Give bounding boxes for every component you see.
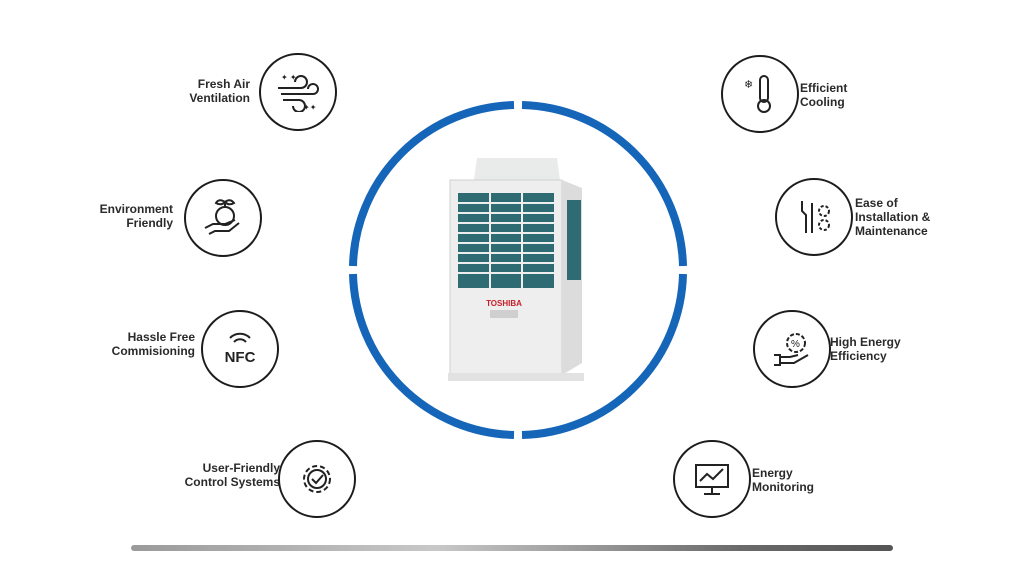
- svg-text:%: %: [791, 339, 800, 350]
- svg-text:❄: ❄: [744, 79, 753, 91]
- thermometer-icon: ❄: [721, 55, 799, 133]
- bottom-divider: [131, 545, 893, 551]
- brand-logo: TOSHIBA: [486, 299, 522, 308]
- monitor-chart-icon: [673, 440, 751, 518]
- percent-hand-icon: %: [753, 310, 831, 388]
- svg-text:NFC: NFC: [225, 349, 256, 366]
- svg-text:✦✦: ✦✦: [303, 103, 317, 112]
- outdoor-unit-image: TOSHIBA: [442, 158, 592, 388]
- globe-hand-icon: [184, 179, 262, 257]
- gear-check-icon: [278, 440, 356, 518]
- tools-icon: [775, 178, 853, 256]
- nfc-icon: NFC: [201, 310, 279, 388]
- svg-text:✦ ✦: ✦ ✦: [281, 73, 297, 82]
- wind-icon: ✦ ✦ ✦✦: [259, 53, 337, 131]
